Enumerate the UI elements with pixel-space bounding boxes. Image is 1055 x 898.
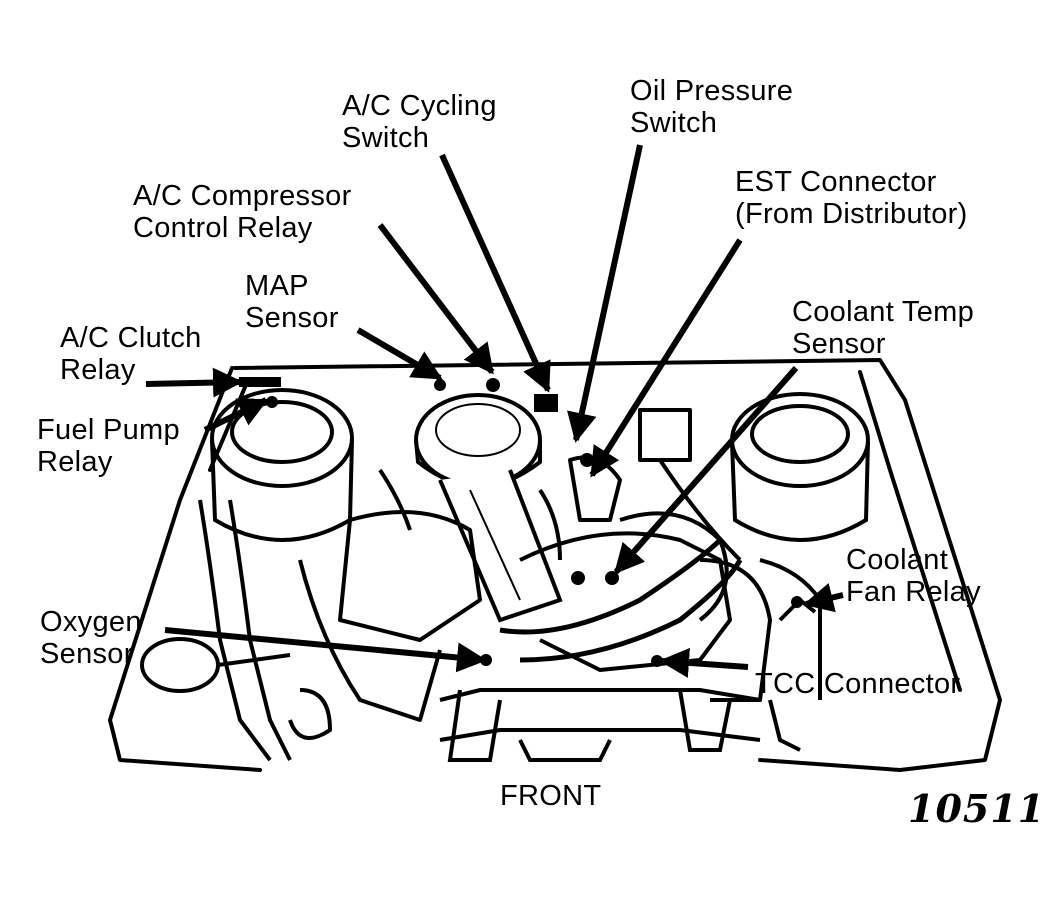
label-oxygen-sensor: Oxygen Sensor — [40, 606, 142, 670]
arrow-est-connector — [589, 238, 743, 478]
arrow-coolant-temp-sensor — [613, 366, 799, 575]
label-oil-pressure-switch: Oil Pressure Switch — [630, 75, 794, 139]
left-hoses — [140, 499, 333, 762]
label-ac-cycling-switch: A/C Cycling Switch — [342, 90, 497, 154]
arrow-map-sensor — [356, 327, 443, 381]
label-coolant-temp-sensor: Coolant Temp Sensor — [792, 296, 975, 360]
label-ac-compressor-control-relay: A/C Compressor Control Relay — [133, 180, 352, 244]
label-tcc-connector: TCC Connector — [755, 668, 961, 700]
arrow-oxygen-sensor — [164, 627, 487, 673]
figure-number: 10511 — [908, 786, 1046, 831]
label-front: FRONT — [500, 780, 602, 812]
component-details — [239, 377, 803, 667]
arrow-ac-clutch-relay — [145, 367, 243, 398]
left-strut-tower — [210, 388, 354, 542]
arrow-oil-pressure-switch — [567, 144, 643, 443]
label-fuel-pump-relay: Fuel Pump Relay — [37, 414, 180, 478]
leader-arrows — [145, 144, 844, 678]
label-est-connector: EST Connector (From Distributor) — [735, 166, 968, 230]
arrow-tcc-connector — [659, 647, 749, 678]
arrow-coolant-fan-relay — [803, 583, 844, 613]
right-components — [759, 558, 822, 752]
front-crossmember — [439, 688, 761, 762]
air-cleaner — [414, 393, 563, 623]
label-map-sensor: MAP Sensor — [245, 270, 339, 334]
intake-duct — [499, 538, 743, 663]
arrow-ac-compressor-control-relay — [377, 223, 495, 375]
arrow-fuel-pump-relay — [203, 397, 269, 433]
arrow-ac-cycling-switch — [439, 153, 551, 393]
label-ac-clutch-relay: A/C Clutch Relay — [60, 322, 202, 386]
label-coolant-fan-relay: Coolant Fan Relay — [846, 544, 981, 608]
